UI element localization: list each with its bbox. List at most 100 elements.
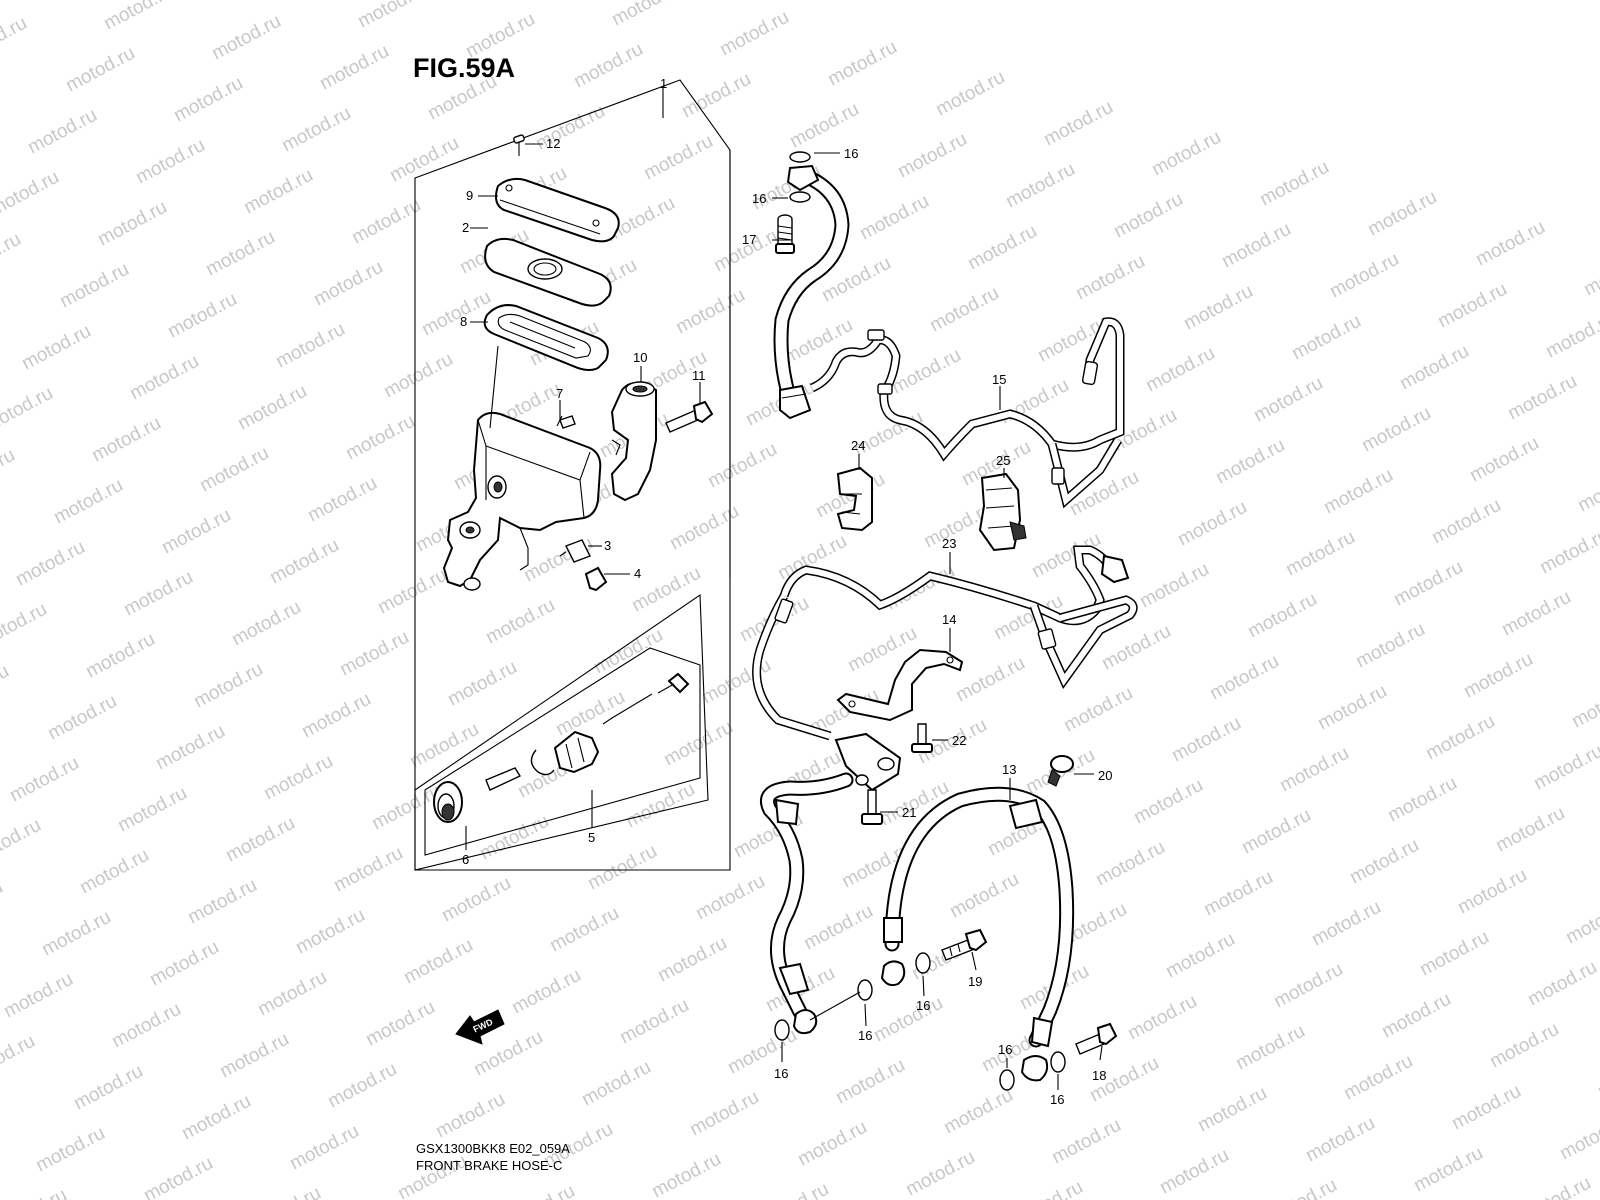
fwd-arrow-icon: FWD — [455, 1009, 505, 1045]
watermark-text: motod.ru — [310, 257, 386, 311]
washer-16-lower-d — [999, 1069, 1015, 1091]
callout-13: 13 — [1002, 762, 1016, 777]
watermark-text: motod.ru — [32, 1123, 108, 1177]
watermark-text: motod.ru — [1518, 1173, 1594, 1200]
watermark-text: motod.ru — [552, 687, 628, 741]
washer-16-top-a — [789, 151, 811, 163]
watermark-text: motod.ru — [1142, 343, 1218, 397]
watermark-text: motod.ru — [0, 13, 31, 67]
watermark-text: motod.ru — [324, 1059, 400, 1113]
part-2-diaphragm-plate — [484, 237, 612, 307]
watermark-text: motod.ru — [0, 167, 63, 221]
watermark-text: motod.ru — [292, 905, 368, 959]
watermark-text: motod.ru — [926, 283, 1002, 337]
watermark-text: motod.ru — [380, 349, 456, 403]
watermark-text: motod.ru — [666, 501, 742, 555]
figure-caption: FRONT BRAKE HOSE-C — [416, 1158, 562, 1173]
watermark-text: motod.ru — [354, 0, 430, 32]
watermark-text: motod.ru — [1340, 1051, 1416, 1105]
watermark-text: motod.ru — [0, 599, 51, 653]
callout-1: 1 — [660, 76, 667, 91]
watermark-text: motod.ru — [1238, 805, 1314, 859]
watermark-text: motod.ru — [278, 103, 354, 157]
watermark-text: motod.ru — [640, 131, 716, 185]
watermark-text: motod.ru — [342, 411, 418, 465]
watermark-text: motod.ru — [1212, 435, 1288, 489]
callout-2: 2 — [462, 220, 469, 235]
callout-6: 6 — [462, 852, 469, 867]
upper-brake-hose — [773, 164, 850, 420]
watermark-text: motod.ru — [704, 439, 780, 493]
callout-12: 12 — [546, 136, 560, 151]
watermark-text: motod.ru — [330, 843, 406, 897]
watermark-text: motod.ru — [794, 1117, 870, 1171]
watermark-text: motod.ru — [1276, 743, 1352, 797]
watermark-text: motod.ru — [178, 1091, 254, 1145]
watermark-text: motod.ru — [140, 1153, 216, 1200]
watermark-text: motod.ru — [132, 135, 208, 189]
part-20-clamp — [1047, 755, 1074, 787]
watermark-text: motod.ru — [1010, 1177, 1086, 1200]
watermark-text: motod.ru — [964, 221, 1040, 275]
watermark-text: motod.ru — [1364, 187, 1440, 241]
callout-14: 14 — [942, 612, 956, 627]
watermark-text: motod.ru — [1460, 649, 1536, 703]
watermark-text: motod.ru — [940, 1085, 1016, 1139]
watermark-text: motod.ru — [100, 0, 176, 34]
watermark-text: motod.ru — [570, 39, 646, 93]
washer-16-lower-a — [774, 1019, 790, 1041]
watermark-text: motod.ru — [406, 719, 482, 773]
watermark-text: motod.ru — [12, 537, 88, 591]
watermark-text: motod.ru — [1156, 1145, 1232, 1199]
watermark-text: motod.ru — [234, 381, 310, 435]
watermark-text: motod.ru — [248, 1183, 324, 1200]
watermark-text: motod.ru — [400, 935, 476, 989]
watermark-text: motod.ru — [6, 753, 82, 807]
watermark-text: motod.ru — [1244, 589, 1320, 643]
watermark-text: motod.ru — [1206, 651, 1282, 705]
watermark-text: motod.ru — [0, 1093, 1, 1147]
watermark-text: motod.ru — [62, 43, 138, 97]
part-1-master-cylinder-body — [442, 411, 602, 591]
part-25-clamp — [978, 472, 1027, 552]
watermark-text: motod.ru — [678, 69, 754, 123]
watermark-text: motod.ru — [856, 191, 932, 245]
watermark-text: motod.ru — [44, 691, 120, 745]
callout-22: 22 — [952, 733, 966, 748]
watermark-text: motod.ru — [120, 567, 196, 621]
watermark-text: motod.ru — [1264, 1175, 1340, 1200]
watermark-text: motod.ru — [0, 1185, 71, 1200]
watermark-text: motod.ru — [502, 1181, 578, 1200]
model-code: GSX1300BKK8 E02_059A — [416, 1141, 570, 1156]
three-way-joint — [834, 732, 902, 792]
watermark-text: motod.ru — [1302, 1113, 1378, 1167]
watermark-text: motod.ru — [1148, 127, 1224, 181]
watermark-text: motod.ru — [336, 627, 412, 681]
watermark-text: motod.ru — [952, 653, 1028, 707]
watermark-text: motod.ru — [0, 877, 7, 931]
watermark-text: motod.ru — [50, 475, 126, 529]
callout-16-a: 16 — [844, 146, 858, 161]
callout-10: 10 — [633, 350, 647, 365]
watermark-text: motod.ru — [1218, 219, 1294, 273]
callout-8: 8 — [460, 314, 467, 329]
watermark-text: motod.ru — [1396, 341, 1472, 395]
callout-16-g: 16 — [1050, 1092, 1064, 1107]
watermark-text: motod.ru — [888, 345, 964, 399]
watermark-text: motod.ru — [0, 969, 76, 1023]
callout-16-d: 16 — [858, 1028, 872, 1043]
watermark-text: motod.ru — [1040, 97, 1116, 151]
watermark-text: motod.ru — [1326, 249, 1402, 303]
watermark-text: motod.ru — [756, 1179, 832, 1200]
callout-16-f: 16 — [998, 1042, 1012, 1057]
watermark-text: motod.ru — [932, 67, 1008, 121]
part-11-bolt — [665, 400, 714, 433]
callout-19: 19 — [968, 974, 982, 989]
watermark-text: motod.ru — [1180, 281, 1256, 335]
part-12-screw — [513, 134, 525, 156]
watermark-text: motod.ru — [222, 813, 298, 867]
watermark-text: motod.ru — [304, 473, 380, 527]
watermark-text: motod.ru — [254, 967, 330, 1021]
callout-23: 23 — [942, 536, 956, 551]
